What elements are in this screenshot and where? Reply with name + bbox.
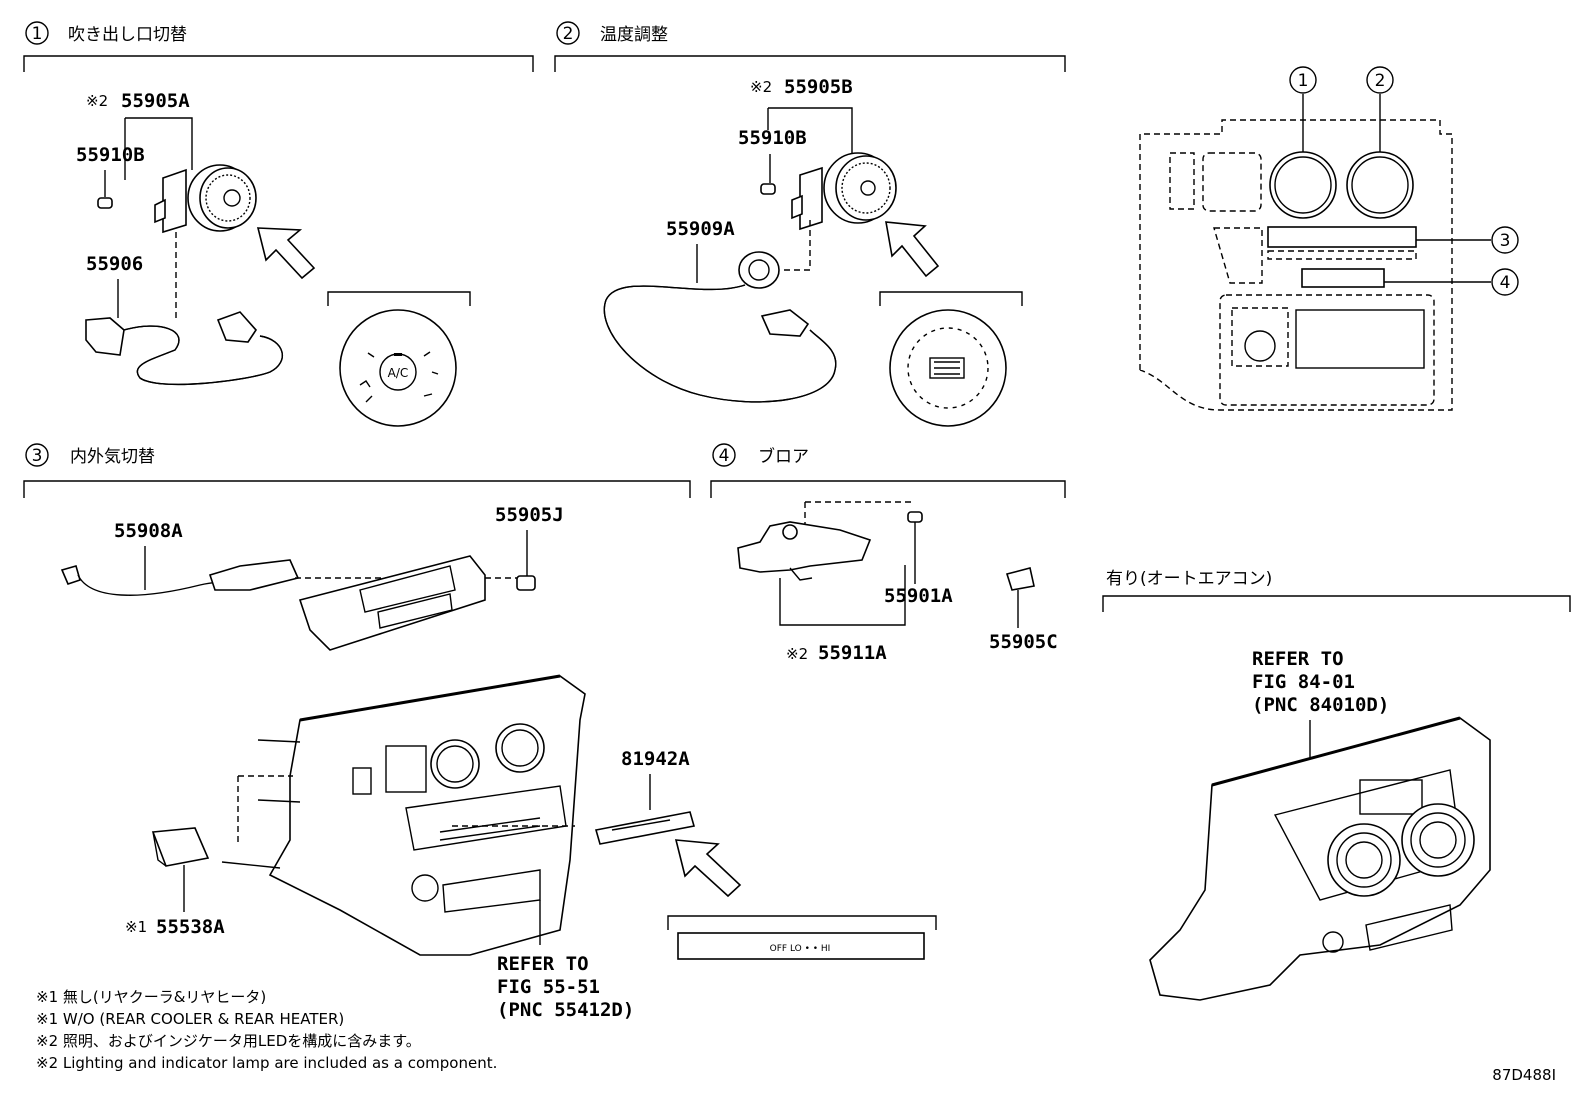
part-55909A: 55909A (666, 218, 735, 240)
figure-id: 87D488I (1492, 1066, 1556, 1084)
refer-84-line1: REFER TO (1252, 648, 1344, 670)
section-1-parts: ※2 55905A 55910B 55906 (76, 90, 471, 427)
bulb-55901A (907, 511, 923, 523)
blower-slot (1301, 268, 1385, 288)
option-label: 有り(オートエアコン) (1106, 569, 1272, 589)
section-4-number: 4 (719, 446, 730, 466)
blower-panel-text: OFF LO • • HI (770, 944, 831, 954)
temp-switch-knob (791, 152, 897, 231)
vent-circle-2 (1346, 151, 1414, 219)
note-1-jp: ※1 無し(リヤクーラ&リヤヒータ) (36, 988, 266, 1006)
section-3-parts: 55908A 55905J (60, 504, 564, 651)
section-2-title: 温度調整 (600, 25, 668, 45)
dial-ac-label: A/C (388, 366, 409, 380)
option-header: 有り(オートエアコン) (1102, 569, 1571, 612)
section-3-number: 3 (32, 446, 43, 466)
recirc-slot (1267, 226, 1417, 248)
refer-55-line2: FIG 55-51 (497, 976, 600, 998)
footnotes: ※1 無し(リヤクーラ&リヤヒータ) ※1 W/O (REAR COOLER &… (36, 988, 497, 1072)
part-55910B-2: 55910B (738, 127, 807, 149)
temp-cable (603, 251, 837, 403)
overview-callout-2: 2 (1375, 71, 1386, 91)
connector-55905C (1005, 567, 1035, 591)
section-1-header: 1 吹き出し口切替 (23, 21, 534, 72)
temp-dial-face (889, 309, 1007, 427)
section-3-header: 3 内外気切替 (23, 443, 691, 498)
recirc-cable (60, 559, 300, 596)
section-4-parts: 55901A ※2 55911A 55905C (737, 501, 1058, 664)
mark-55911A: ※2 (786, 645, 808, 663)
mark-55905A: ※2 (86, 92, 108, 110)
direction-arrow-3 (674, 839, 742, 898)
section-2-parts: ※2 55905B 55910B 55909A (603, 76, 1023, 427)
mode-switch-knob (154, 164, 257, 234)
mode-cable (85, 311, 283, 386)
refer-84-01: REFER TO FIG 84-01 (PNC 84010D) (1252, 648, 1389, 780)
part-81942A: 81942A (621, 748, 690, 770)
recirc-panel (298, 555, 486, 651)
section-1-title: 吹き出し口切替 (68, 25, 187, 45)
refer-84-line3: (PNC 84010D) (1252, 694, 1389, 716)
note-2-en: ※2 Lighting and indicator lamp are inclu… (36, 1054, 497, 1072)
section-4-header: 4 ブロア (710, 443, 1066, 498)
overview-callout-4: 4 (1500, 273, 1511, 293)
refer-84-line2: FIG 84-01 (1252, 671, 1355, 693)
center-panel-assembly (221, 674, 586, 956)
section-2-number: 2 (563, 24, 574, 44)
part-55901A: 55901A (884, 585, 953, 607)
auto-ac-console (1149, 716, 1491, 1001)
overview-callout-1: 1 (1298, 71, 1309, 91)
blower-label-plate (677, 932, 925, 960)
part-55905B: 55905B (784, 76, 853, 98)
part-55908A: 55908A (114, 520, 183, 542)
refer-55-line1: REFER TO (497, 953, 589, 975)
section-4-title: ブロア (758, 446, 809, 467)
refer-55-51: REFER TO FIG 55-51 (PNC 55412D) (497, 953, 634, 1021)
direction-arrow-2 (885, 221, 940, 278)
part-55906: 55906 (86, 253, 143, 275)
section-3-title: 内外気切替 (70, 447, 155, 467)
part-55905A: 55905A (121, 90, 190, 112)
console-overview: 1 2 3 4 (1139, 66, 1519, 411)
mark-55538A: ※1 (125, 918, 147, 936)
section-2-header: 2 温度調整 (554, 21, 1066, 72)
part-55905C: 55905C (989, 631, 1058, 653)
blower-switch-body (737, 521, 872, 581)
bulb-55905J (516, 575, 536, 591)
part-55538A: 55538A (156, 916, 225, 938)
note-1-en: ※1 W/O (REAR COOLER & REAR HEATER) (36, 1010, 344, 1028)
label-plate-81942A: 81942A (594, 748, 696, 845)
mark-55905B: ※2 (750, 78, 772, 96)
section-1-number: 1 (32, 24, 43, 44)
part-55905J: 55905J (495, 504, 564, 526)
part-55911A: 55911A (818, 642, 887, 664)
refer-55-line3: (PNC 55412D) (497, 999, 634, 1021)
note-2-jp: ※2 照明、およびインジケータ用LEDを構成に含みます。 (36, 1032, 421, 1050)
overview-callout-3: 3 (1500, 231, 1511, 251)
switch-55538A: ※1 55538A (125, 827, 225, 938)
screw-icon-1 (97, 197, 113, 209)
part-55910B-1: 55910B (76, 144, 145, 166)
screw-icon-2 (760, 183, 776, 195)
direction-arrow-1 (256, 227, 316, 280)
vent-circle-1 (1269, 151, 1337, 219)
mode-dial-face: A/C (339, 309, 457, 427)
